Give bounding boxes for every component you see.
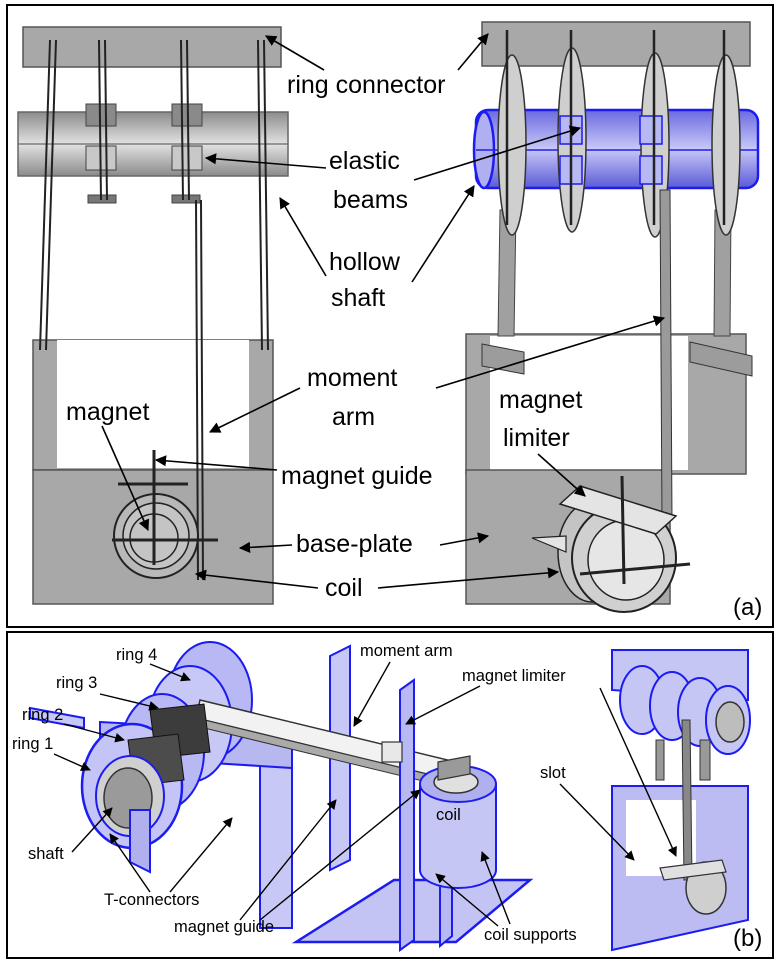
arrow-moment-right — [435, 315, 666, 389]
arrow-base-plate-right — [439, 532, 490, 546]
label-ring4: ring 4 — [116, 646, 157, 664]
label-slot: slot — [540, 764, 566, 782]
left-device — [17, 26, 289, 605]
right-magnet-bar — [579, 562, 691, 576]
panel-b-inset-device — [611, 649, 751, 952]
arrow-limiter — [537, 453, 586, 497]
label-magnet-right: magnet — [499, 386, 582, 414]
arrow-coil-right — [377, 567, 560, 589]
left-ring-rod-1 — [39, 39, 57, 351]
panel-b-magnet-limiter — [437, 755, 471, 781]
left-elastic-beam-4 — [171, 145, 203, 171]
right-t-tab-right — [689, 341, 753, 377]
right-ring-disc-1 — [497, 54, 527, 236]
arrow-ring-connector-right — [457, 33, 489, 71]
panel-a-label: (a) — [733, 594, 762, 621]
right-elastic-beam-4 — [639, 155, 663, 185]
inset-arm-bracket-2 — [699, 739, 711, 781]
left-ring-rod-4 — [257, 39, 269, 351]
label-magnet-guide-b: magnet guide — [174, 918, 274, 936]
arrow-elastic-right — [413, 125, 582, 181]
left-coil-inner — [122, 502, 190, 570]
right-ring-connector — [481, 21, 751, 67]
label-coil-b: coil — [436, 806, 461, 824]
arrow-magnet-limiter-1 — [405, 685, 481, 725]
arrow-ring-connector-left — [265, 35, 325, 71]
label-coil-supports: coil supports — [484, 926, 577, 944]
right-magnet-guide — [620, 475, 626, 585]
left-moment-arm — [195, 199, 204, 581]
label-t-connectors: T-connectors — [104, 891, 199, 909]
label-magnet-guide: magnet guide — [281, 462, 433, 490]
arrow-magnet — [101, 425, 150, 532]
arrow-moment-left — [208, 387, 301, 433]
panel-b-arrows — [53, 661, 677, 927]
panel-b-coil-support-back — [399, 678, 415, 952]
label-moment-arm: moment arm — [360, 642, 453, 660]
arrow-slot — [559, 783, 635, 861]
panel-b-coil-body — [419, 783, 497, 889]
label-shaft: shaft — [331, 284, 385, 312]
arrow-elastic-left — [204, 153, 327, 169]
panel-b-ring-bracket — [129, 809, 151, 874]
label-hollow: hollow — [329, 248, 401, 276]
label-ring2: ring 2 — [22, 706, 63, 724]
label-elastic: elastic — [329, 147, 400, 175]
arrow-t-connector-2 — [169, 817, 233, 893]
arrow-ring4 — [149, 663, 191, 682]
panel-b-t-connector-bar — [29, 706, 85, 730]
left-elastic-beam-5 — [87, 194, 117, 204]
label-base-plate: base-plate — [296, 530, 413, 558]
arrow-magnet-guide-2 — [259, 789, 421, 921]
left-ring-connector — [22, 26, 282, 68]
arrow-shaft — [71, 807, 113, 853]
arrow-coil-left — [194, 569, 319, 589]
right-ring-disc-4 — [711, 54, 741, 236]
panel-a-arrows — [101, 33, 666, 589]
label-limiter: limiter — [503, 424, 570, 452]
inset-arm-bracket-1 — [655, 739, 665, 781]
label-magnet-limiter: magnet limiter — [462, 667, 566, 685]
label-ring3: ring 3 — [56, 674, 97, 692]
right-elastic-beam-2 — [639, 115, 663, 145]
inset-moment-arm — [681, 719, 693, 881]
arrow-hollow-left — [279, 197, 327, 277]
inset-shaft — [715, 701, 745, 743]
label-coil: coil — [325, 574, 363, 602]
right-t-tab-left — [481, 343, 525, 375]
arrow-magnet-guide — [154, 455, 278, 471]
arrow-hollow-right — [411, 185, 475, 283]
arrow-moment-arm — [353, 661, 391, 727]
left-base-plate-window — [57, 340, 249, 468]
panel-b-t-connector-frame — [259, 757, 293, 929]
panel-b: ring 4 ring 3 ring 2 ring 1 shaft moment… — [6, 631, 774, 959]
arrow-coil-supports-2 — [480, 851, 511, 925]
inset-limiter — [659, 859, 727, 881]
panel-a: ring connector elastic beams hollow shaf… — [6, 4, 774, 628]
arrow-coil-supports-1 — [435, 873, 499, 927]
left-ring-rod-3 — [180, 39, 190, 201]
left-ring-rod-2 — [98, 39, 108, 201]
label-magnet-left: magnet — [66, 398, 149, 426]
arrow-ring2 — [63, 723, 125, 743]
arrow-magnet-limiter-2 — [599, 687, 677, 857]
label-beams: beams — [333, 186, 408, 214]
right-slot-tab — [531, 535, 567, 553]
arrow-t-connector-1 — [109, 833, 151, 893]
label-ring-connector: ring connector — [287, 71, 445, 99]
label-shaft: shaft — [28, 845, 64, 863]
right-device — [465, 21, 760, 613]
label-arm: arm — [332, 403, 375, 431]
arrow-ring1 — [53, 753, 91, 771]
label-moment: moment — [307, 364, 397, 392]
right-moment-arm — [659, 189, 673, 521]
arrow-ring3 — [99, 693, 159, 711]
panel-b-magnet-guide — [381, 741, 403, 763]
panel-b-label: (b) — [733, 925, 762, 952]
arrow-magnet-guide-1 — [239, 799, 337, 921]
left-elastic-beam-6 — [171, 194, 201, 204]
label-ring1: ring 1 — [12, 735, 53, 753]
arrow-base-plate-left — [238, 541, 293, 554]
